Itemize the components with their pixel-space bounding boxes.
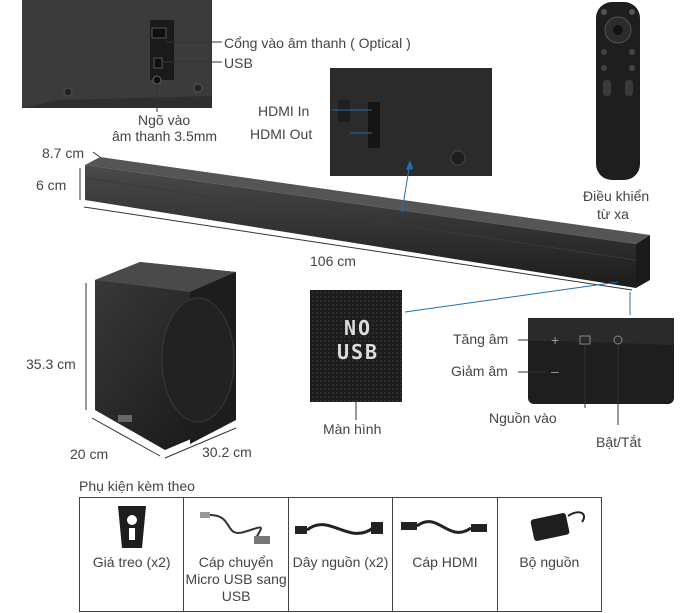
- accessory-cell: Bộ nguồn: [498, 498, 601, 611]
- accessories-title: Phụ kiện kèm theo: [79, 478, 195, 494]
- display-readout: NO USB: [332, 316, 384, 364]
- accessory-cell: Dây nguồn (x2): [289, 498, 394, 611]
- accessory-label: Bộ nguồn: [519, 554, 580, 570]
- label-hdmi-out: HDMI Out: [250, 126, 313, 142]
- back-panel-image: [22, 0, 212, 108]
- hdmi-panel-image: [330, 68, 492, 176]
- micro-usb-cable-icon: [200, 512, 271, 544]
- accessory-cell: Giá treo (x2): [80, 498, 185, 611]
- label-hdmi-in: HDMI In: [258, 103, 310, 119]
- svg-text:–: –: [551, 363, 559, 379]
- subwoofer-image: [95, 262, 236, 450]
- label-remote-2: từ xa: [597, 206, 629, 222]
- label-usb: USB: [224, 55, 253, 71]
- label-optical: Cổng vào âm thanh ( Optical ): [224, 35, 411, 51]
- accessory-cell: Cáp HDMI: [393, 498, 498, 611]
- accessories-table: Giá treo (x2) Cáp chuyển Micro USB sang …: [79, 497, 602, 612]
- svg-text:+: +: [551, 332, 559, 348]
- label-vol-up: Tăng âm: [453, 331, 509, 347]
- accessory-label: Giá treo (x2): [92, 554, 171, 570]
- accessory-label: Cáp chuyển Micro USB sang USB: [185, 554, 287, 604]
- control-panel-image: + –: [528, 318, 674, 404]
- label-height: 6 cm: [36, 177, 67, 193]
- label-aux-1: Ngõ vào: [138, 112, 191, 128]
- accessory-label: Cáp HDMI: [412, 554, 478, 570]
- accessory-label: Dây nguồn (x2): [292, 554, 389, 570]
- display-closeup-image: [310, 290, 402, 402]
- label-display: Màn hình: [323, 421, 382, 437]
- label-sub-width: 30.2 cm: [202, 444, 252, 460]
- hdmi-cable-icon: [401, 520, 488, 534]
- label-power: Bật/Tắt: [596, 434, 642, 450]
- power-adapter-icon: [530, 511, 585, 541]
- power-cord-icon: [294, 522, 383, 535]
- accessory-cell: Cáp chuyển Micro USB sang USB: [184, 498, 289, 611]
- label-sub-depth: 20 cm: [70, 446, 109, 462]
- label-remote-1: Điều khiển: [583, 188, 650, 204]
- display-readout-text: NO USB: [336, 316, 380, 364]
- label-source: Nguồn vào: [489, 410, 557, 426]
- remote-control-image: [596, 2, 640, 180]
- label-aux-2: âm thanh 3.5mm: [112, 128, 218, 144]
- soundbar-image: [84, 157, 650, 288]
- label-sub-height: 35.3 cm: [26, 356, 76, 372]
- wall-bracket-icon: [118, 506, 146, 548]
- label-vol-down: Giảm âm: [451, 363, 508, 379]
- label-depth: 8.7 cm: [42, 145, 85, 161]
- label-width: 106 cm: [310, 253, 356, 269]
